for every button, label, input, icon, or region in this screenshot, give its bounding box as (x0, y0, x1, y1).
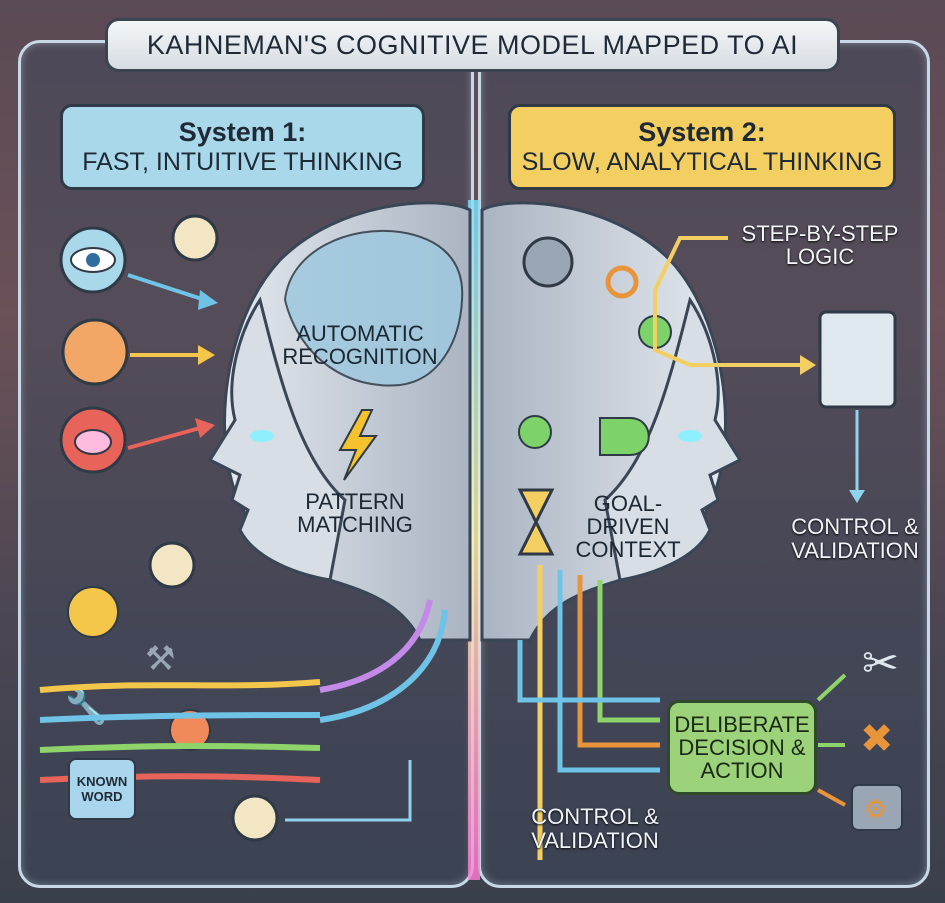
system2-subheading: SLOW, ANALYTICAL THINKING (521, 148, 883, 176)
return-arrow (285, 760, 412, 822)
system2-header: System 2: SLOW, ANALYTICAL THINKING (508, 104, 896, 190)
left-face-profile (207, 296, 347, 582)
arrow-to-document (800, 355, 816, 375)
hammer-icon: ⚒ (145, 640, 175, 678)
sense-arrows (127, 273, 218, 450)
tools-icon: ✂ (862, 639, 899, 688)
eye-pupil (86, 253, 100, 267)
control-validation-right-label: CONTROL & VALIDATION (791, 514, 919, 564)
pattern-matching-label: PATTERN MATCHING (297, 489, 413, 538)
goal-driven-context-label: GOAL-DRIVEN CONTEXT (575, 491, 681, 563)
smiley-icon (67, 586, 119, 638)
screwdriver-wrench-icon: ✖ (860, 717, 894, 761)
hourglass-icon (517, 488, 555, 556)
gear-box-glyph: ⚙ (864, 794, 887, 824)
ear-icon (61, 318, 129, 386)
tongue (74, 429, 112, 455)
output-arrows (816, 673, 847, 807)
step-by-step-logic-label: STEP-BY-STEP LOGIC (741, 221, 899, 270)
control-validation-bottom-label: CONTROL & VALIDATION (531, 804, 659, 854)
clock-icon (171, 214, 219, 262)
smiley-icon-2 (169, 709, 211, 751)
known-word-card: KNOWN WORD (68, 758, 136, 820)
stopwatch-icon (231, 794, 279, 842)
check-icon-2 (518, 415, 552, 449)
small-gear-icon (605, 265, 639, 299)
clock-icon-2 (148, 541, 196, 589)
system1-header: System 1: FAST, INTUITIVE THINKING (60, 104, 425, 190)
logic-gate-icon (599, 417, 650, 456)
right-eye (678, 430, 702, 442)
deliberate-decision-box: DELIBERATE DECISION & ACTION (667, 700, 817, 795)
down-arrow-head (849, 490, 865, 503)
system2-pipes (517, 565, 660, 860)
left-eye (250, 430, 274, 442)
automatic-recognition-label: AUTOMATIC RECOGNITION (282, 321, 438, 370)
gear-box-icon (851, 784, 903, 831)
left-brain (283, 229, 464, 387)
document-icon (818, 310, 897, 409)
system1-subheading: FAST, INTUITIVE THINKING (82, 148, 403, 176)
lightning-icon (338, 409, 378, 481)
system2-heading: System 2: (638, 117, 766, 147)
gear-icon (522, 236, 574, 288)
right-face-profile (603, 296, 743, 582)
page-title: KAHNEMAN'S COGNITIVE MODEL MAPPED TO AI (105, 18, 840, 72)
step-logic-connector (653, 236, 800, 367)
system1-heading: System 1: (178, 117, 307, 147)
